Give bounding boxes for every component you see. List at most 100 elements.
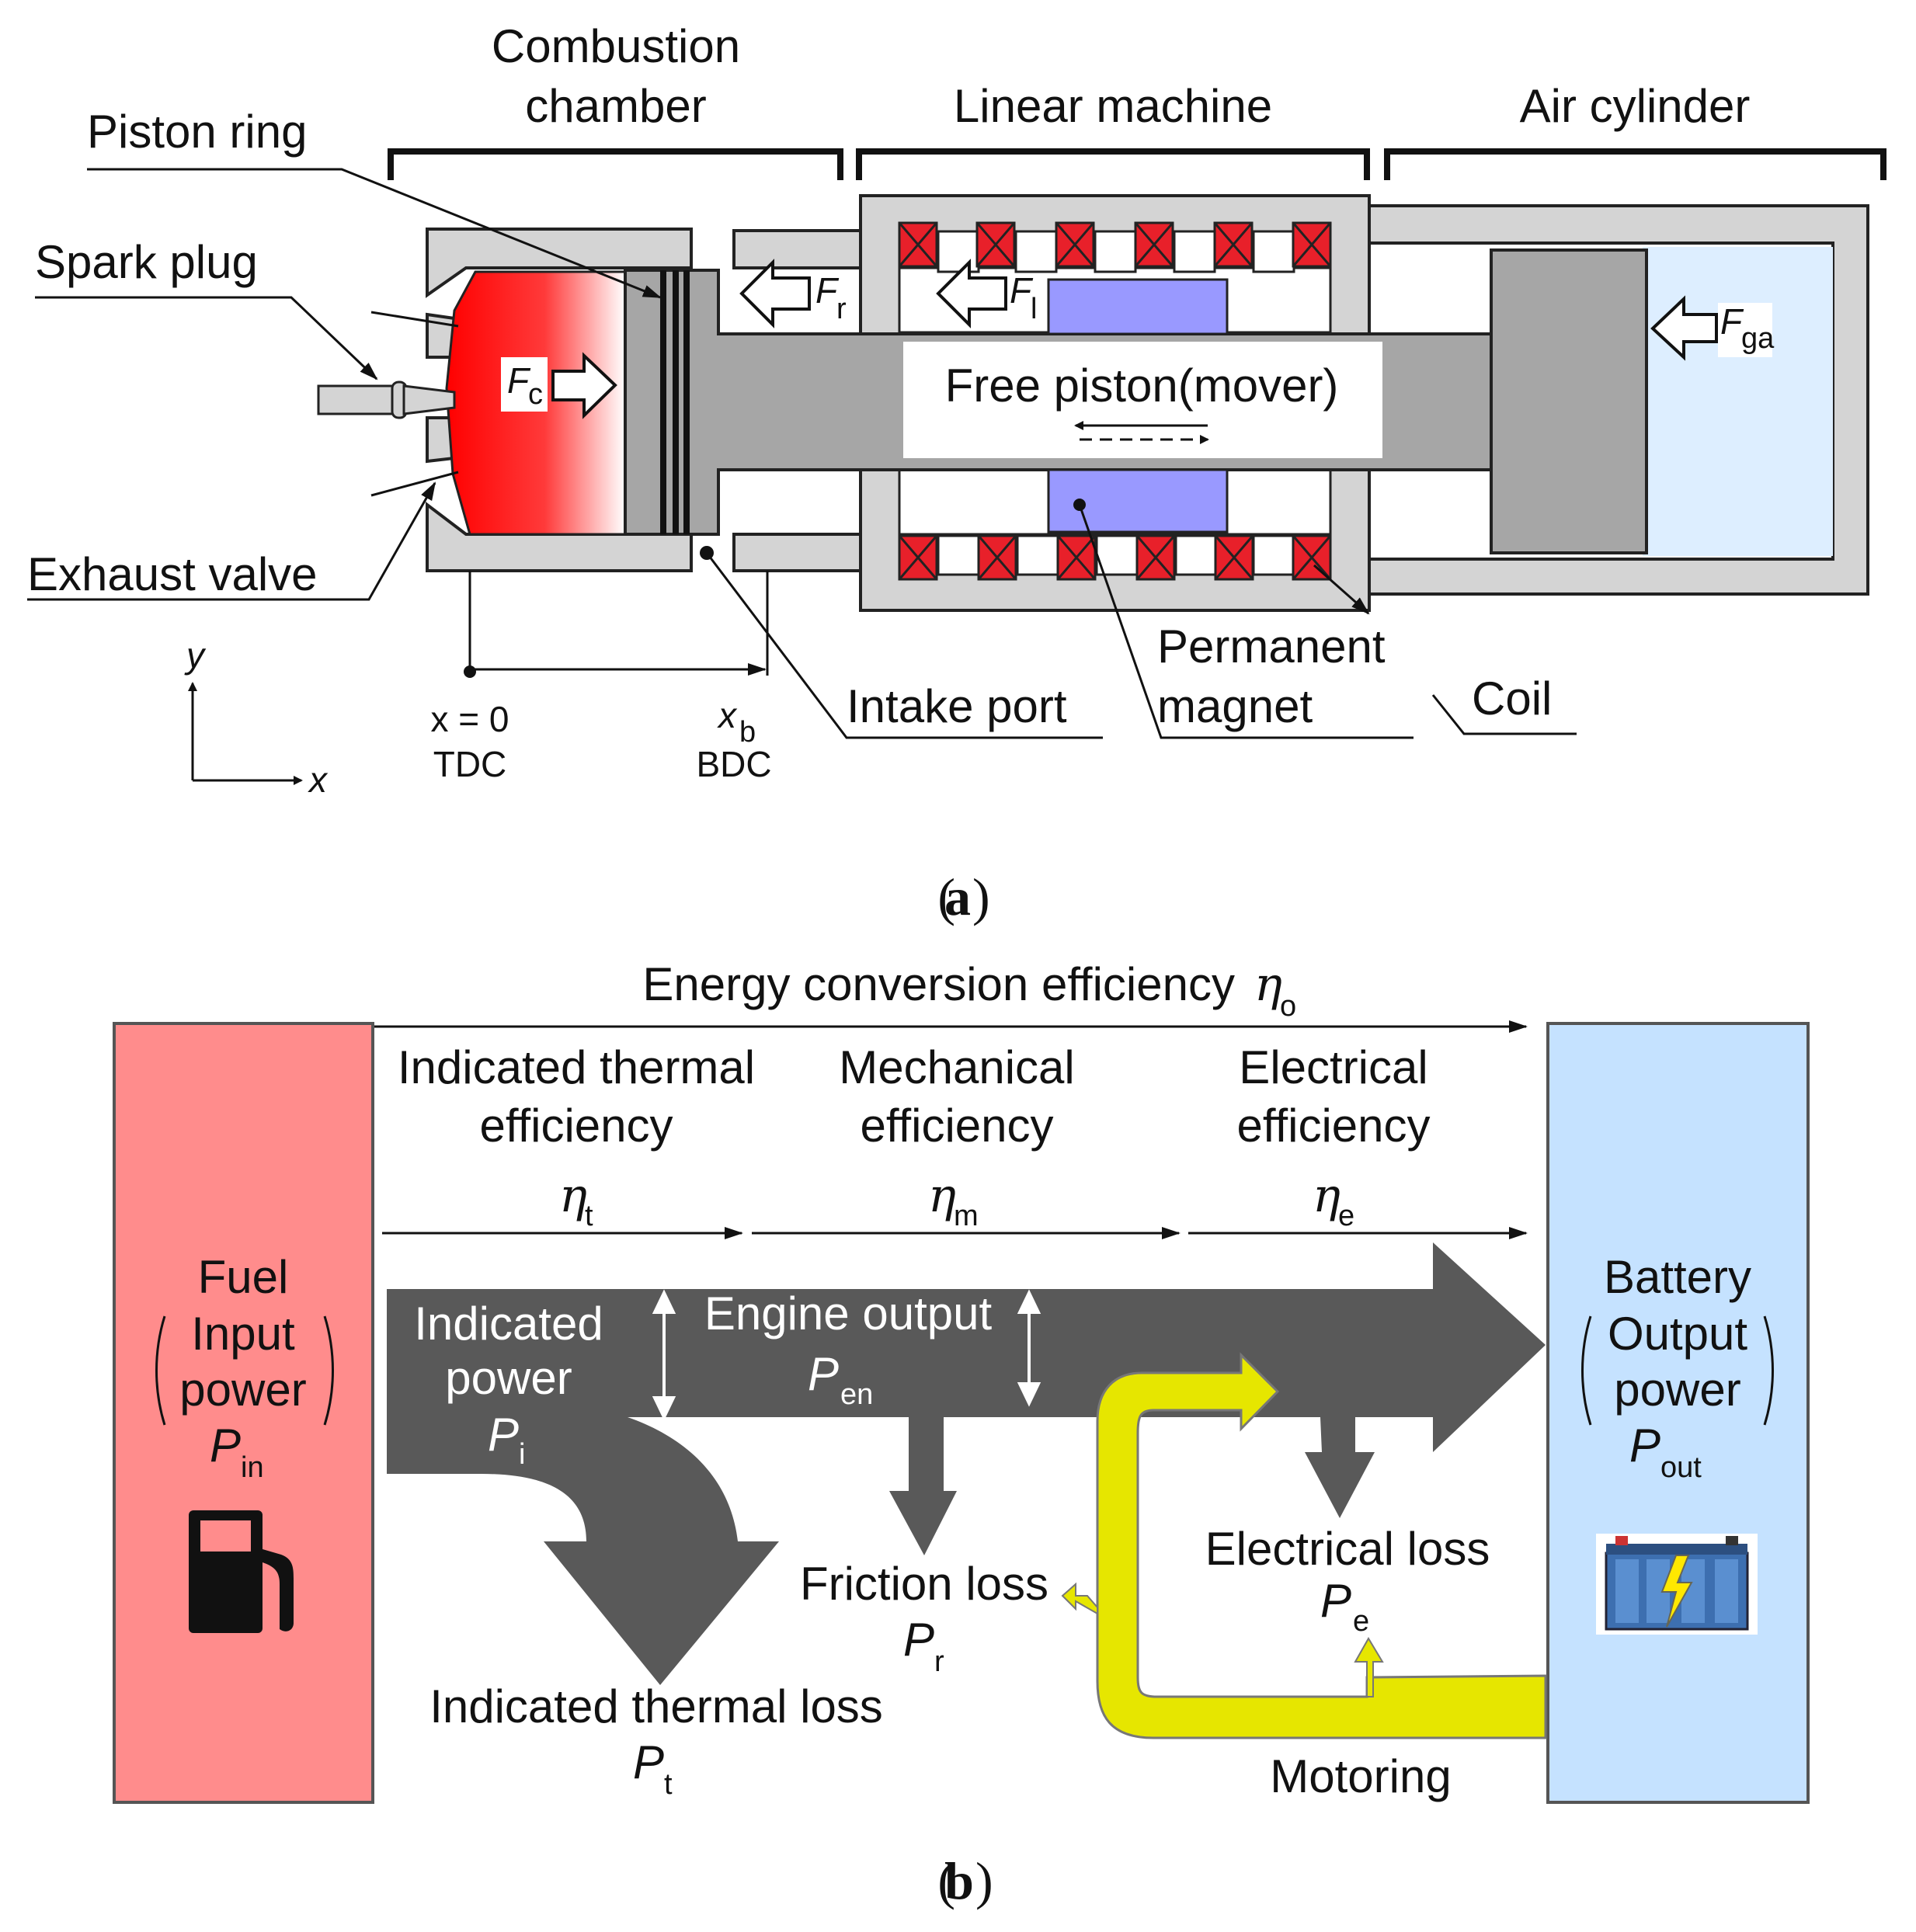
- engine-output-label: Engine output: [704, 1287, 993, 1340]
- axis-x-label: x: [308, 759, 329, 800]
- callout-piston-ring: Piston ring: [87, 106, 307, 158]
- overall-efficiency-symbol: η: [1254, 957, 1282, 1012]
- friction-force-arrow: [739, 259, 811, 328]
- output-symbol: P: [1629, 1419, 1660, 1472]
- bracket-air-cylinder: [1384, 148, 1886, 180]
- stage-electrical-sub: e: [1338, 1200, 1354, 1232]
- bdc-label: BDC: [696, 744, 771, 784]
- indicated-thermal-loss-label: Indicated thermal loss: [429, 1680, 883, 1732]
- friction-loss-symbol: P: [903, 1614, 934, 1666]
- force-fc-symbol: F: [507, 360, 531, 401]
- coil-winding: [1135, 534, 1176, 581]
- callout-permanent-magnet-line1: Permanent: [1157, 620, 1386, 672]
- indicated-thermal-loss-sub: t: [664, 1768, 673, 1801]
- electrical-loss-arrow: [1305, 1417, 1375, 1518]
- bracket-combustion-chamber: [388, 148, 843, 180]
- electrical-loss-symbol: P: [1320, 1575, 1351, 1627]
- indicated-power-symbol: P: [488, 1409, 519, 1461]
- callout-coil: Coil: [1472, 672, 1552, 724]
- coil-winding: [1292, 534, 1332, 581]
- panel-b: Energy conversion efficiency η o Indicat…: [113, 957, 1810, 1910]
- motoring-label: Motoring: [1270, 1750, 1451, 1802]
- overall-efficiency-label: Energy conversion efficiency: [642, 958, 1235, 1010]
- callout-exhaust-valve: Exhaust valve: [27, 548, 318, 600]
- overall-efficiency-sub: o: [1280, 990, 1296, 1023]
- stage-thermal-line2: efficiency: [479, 1100, 673, 1152]
- force-fl-symbol: F: [1010, 270, 1034, 311]
- coil-winding: [977, 534, 1017, 581]
- cylinder-housing: [426, 228, 862, 572]
- spark-plug-leader: [35, 296, 378, 380]
- electrical-loss-label: Electrical loss: [1205, 1523, 1490, 1575]
- force-fr-symbol: F: [815, 270, 840, 311]
- permanent-magnet-upper: [1047, 278, 1229, 335]
- tdc-label: TDC: [433, 744, 507, 784]
- callout-leaders: [27, 168, 1577, 739]
- exhaust-valve-leader: [27, 481, 436, 601]
- caption-b-close: ): [975, 1851, 993, 1910]
- callout-permanent-magnet-line2: magnet: [1157, 680, 1313, 732]
- callout-intake-port: Intake port: [847, 680, 1067, 732]
- section-label-air-cylinder: Air cylinder: [1520, 80, 1751, 132]
- panel-a: Combustion chamber Linear machine Air cy…: [27, 20, 1886, 926]
- output-parens: [1581, 1315, 1774, 1426]
- coil-winding: [975, 221, 1016, 268]
- coils: [898, 221, 1332, 581]
- stage-thermal-sub: t: [585, 1200, 593, 1232]
- caption-b-label: b: [944, 1851, 974, 1910]
- caption-a-close: ): [972, 867, 990, 926]
- coil-leader: [1431, 694, 1577, 735]
- coil-winding: [1214, 534, 1254, 581]
- force-fga-sub: ga: [1741, 322, 1775, 355]
- indicated-power-sub: i: [519, 1438, 525, 1471]
- force-fc-sub: c: [528, 378, 543, 411]
- callout-spark-plug: Spark plug: [35, 236, 258, 288]
- stage-mechanical-line1: Mechanical: [839, 1041, 1075, 1093]
- section-brackets: [388, 148, 1886, 180]
- stage-mechanical-line2: efficiency: [860, 1100, 1053, 1152]
- permanent-magnet-leader: [1078, 504, 1414, 739]
- output-sub: out: [1660, 1451, 1702, 1484]
- combustion-force-arrow: [551, 352, 617, 419]
- stage-electrical-symbol: η: [1313, 1169, 1341, 1223]
- bdc-sub: b: [739, 716, 756, 749]
- fuel-pump-icon: [189, 1510, 294, 1633]
- stage-mechanical-symbol: η: [928, 1169, 956, 1223]
- coil-winding: [1055, 221, 1095, 268]
- gas-spring-force-arrow: [1650, 295, 1718, 361]
- caption-a-label: a: [944, 867, 971, 926]
- section-label-combustion-line1: Combustion: [492, 20, 740, 72]
- mover-label: Free piston(mover): [945, 360, 1339, 412]
- section-label-combustion-line2: chamber: [525, 80, 706, 132]
- force-fr-sub: r: [836, 293, 847, 325]
- exhaust-valve-stem-upper: [370, 311, 459, 328]
- coil-winding: [1292, 221, 1332, 268]
- stage-electrical-line1: Electrical: [1239, 1041, 1427, 1093]
- stage-thermal-line1: Indicated thermal: [398, 1041, 755, 1093]
- electrical-loss-sub: e: [1353, 1605, 1369, 1638]
- tdc-value: x = 0: [430, 699, 509, 739]
- piston-rings: [660, 270, 690, 534]
- output-line3: power: [1614, 1364, 1740, 1416]
- power-flow-main-arrow: [387, 1242, 1546, 1685]
- input-line1: Fuel: [198, 1251, 289, 1303]
- output-line1: Battery: [1604, 1251, 1751, 1303]
- input-line3: power: [179, 1364, 306, 1416]
- engine-output-sub: en: [840, 1378, 873, 1411]
- battery-icon: [1596, 1534, 1758, 1635]
- load-force-arrow: [936, 259, 1007, 328]
- coil-winding: [898, 534, 938, 581]
- coil-winding: [1213, 221, 1254, 268]
- intake-block-lower: [732, 533, 862, 572]
- motoring-arrow: [1096, 1352, 1547, 1739]
- force-fga-symbol: F: [1720, 301, 1744, 342]
- output-box: [1546, 1022, 1810, 1804]
- indicated-thermal-loss-symbol: P: [633, 1736, 664, 1788]
- coil-leader-arrow: [1313, 564, 1370, 615]
- free-piston-mover: [624, 248, 1648, 554]
- friction-loss-arrow: [889, 1417, 957, 1555]
- input-parens: [155, 1315, 334, 1426]
- indicated-power-line2: power: [445, 1352, 572, 1404]
- coil-winding: [898, 221, 938, 268]
